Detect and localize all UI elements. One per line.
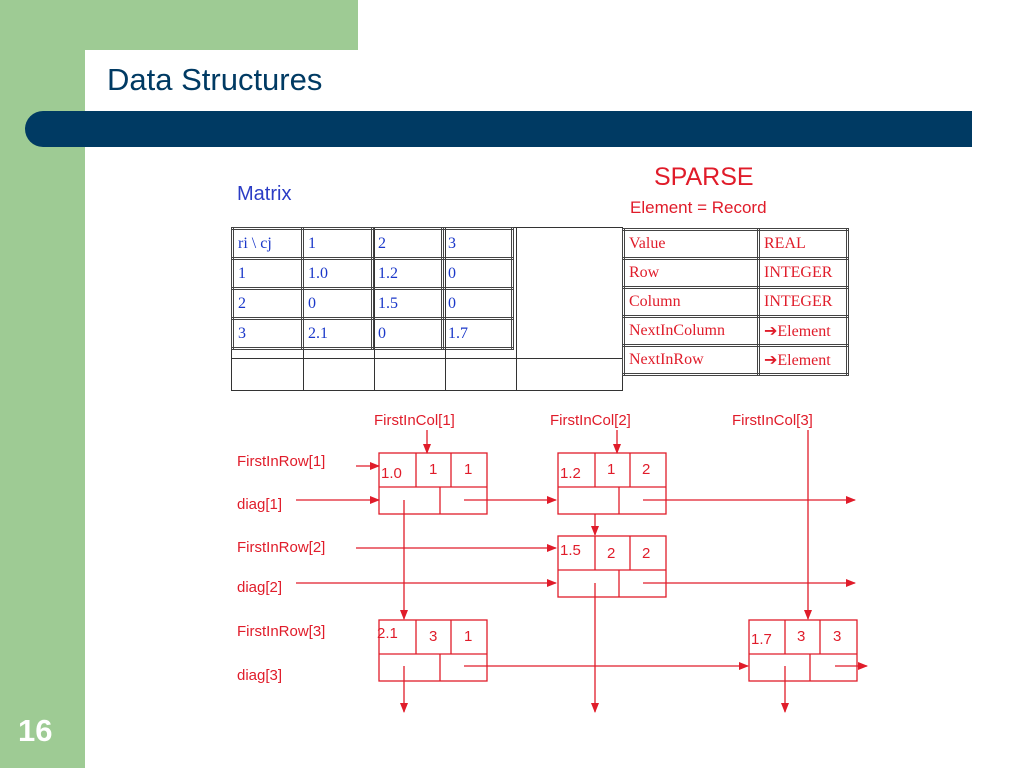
node-row: 3 <box>797 628 805 645</box>
matrix-cell: 1.7 <box>441 317 514 350</box>
sparse-title: SPARSE <box>654 163 754 191</box>
slide-title: Data Structures <box>107 62 323 97</box>
col-head-label: FirstInCol[3] <box>732 412 813 429</box>
title-underline-bar <box>25 111 972 147</box>
field-type: ➔Element <box>757 344 849 376</box>
matrix-table: ri \ cj 1 2 3 1 1.0 1.2 0 2 0 1.5 0 3 2.… <box>231 227 514 350</box>
matrix-cell: 0 <box>441 287 514 320</box>
matrix-cell: 1.0 <box>301 257 374 290</box>
row-label: diag[2] <box>237 579 282 596</box>
matrix-cell: 1 <box>231 257 304 290</box>
matrix-row: 3 2.1 0 1.7 <box>231 317 514 350</box>
node-col: 1 <box>464 628 472 645</box>
node-col: 3 <box>833 628 841 645</box>
matrix-cell: 2 <box>371 227 444 260</box>
node-col: 1 <box>464 461 472 478</box>
field-name: NextInRow <box>622 344 760 376</box>
matrix-label: Matrix <box>237 183 292 205</box>
field-name: Row <box>622 257 760 289</box>
matrix-header-row: ri \ cj 1 2 3 <box>231 227 514 260</box>
matrix-cell: 1.2 <box>371 257 444 290</box>
matrix-cell: 2 <box>231 287 304 320</box>
node-col: 2 <box>642 545 650 562</box>
node-2-2 <box>557 535 667 598</box>
node-row: 2 <box>607 545 615 562</box>
record-field-row: NextInRow ➔Element <box>622 344 849 376</box>
matrix-cell: 3 <box>441 227 514 260</box>
field-type: ➔Element <box>757 315 849 347</box>
matrix-cell: 1 <box>301 227 374 260</box>
col-head-label: FirstInCol[1] <box>374 412 455 429</box>
field-type: INTEGER <box>757 257 849 289</box>
node-col: 2 <box>642 461 650 478</box>
row-label: diag[3] <box>237 667 282 684</box>
row-label: FirstInRow[1] <box>237 453 325 470</box>
node-3-1 <box>378 619 488 682</box>
field-name: Column <box>622 286 760 318</box>
matrix-cell: 0 <box>301 287 374 320</box>
node-3-3 <box>748 619 858 682</box>
matrix-row: 2 0 1.5 0 <box>231 287 514 320</box>
record-field-row: Row INTEGER <box>622 257 849 289</box>
node-value: 1.5 <box>560 542 581 559</box>
node-row: 1 <box>607 461 615 478</box>
row-label: FirstInRow[2] <box>237 539 325 556</box>
node-value: 1.2 <box>560 465 581 482</box>
slide-content-area <box>85 50 1024 768</box>
node-row: 3 <box>429 628 437 645</box>
node-value: 1.7 <box>751 631 772 648</box>
node-value: 1.0 <box>381 465 402 482</box>
element-record-label: Element = Record <box>630 198 767 217</box>
matrix-cell: 3 <box>231 317 304 350</box>
node-row: 1 <box>429 461 437 478</box>
field-type: REAL <box>757 228 849 260</box>
matrix-cell: 1.5 <box>371 287 444 320</box>
element-record-table: Value REAL Row INTEGER Column INTEGER Ne… <box>622 228 849 376</box>
matrix-row: 1 1.0 1.2 0 <box>231 257 514 290</box>
matrix-cell: 2.1 <box>301 317 374 350</box>
record-field-row: NextInColumn ➔Element <box>622 315 849 347</box>
matrix-cell: 0 <box>371 317 444 350</box>
row-label: diag[1] <box>237 496 282 513</box>
row-label: FirstInRow[3] <box>237 623 325 640</box>
node-value: 2.1 <box>377 625 398 642</box>
top-green-band <box>0 0 358 50</box>
field-type: INTEGER <box>757 286 849 318</box>
col-head-label: FirstInCol[2] <box>550 412 631 429</box>
node-1-1 <box>378 452 488 515</box>
record-field-row: Column INTEGER <box>622 286 849 318</box>
matrix-cell: ri \ cj <box>231 227 304 260</box>
field-name: NextInColumn <box>622 315 760 347</box>
node-1-2 <box>557 452 667 515</box>
matrix-cell: 0 <box>441 257 514 290</box>
record-field-row: Value REAL <box>622 228 849 260</box>
page-number: 16 <box>18 713 53 748</box>
field-name: Value <box>622 228 760 260</box>
